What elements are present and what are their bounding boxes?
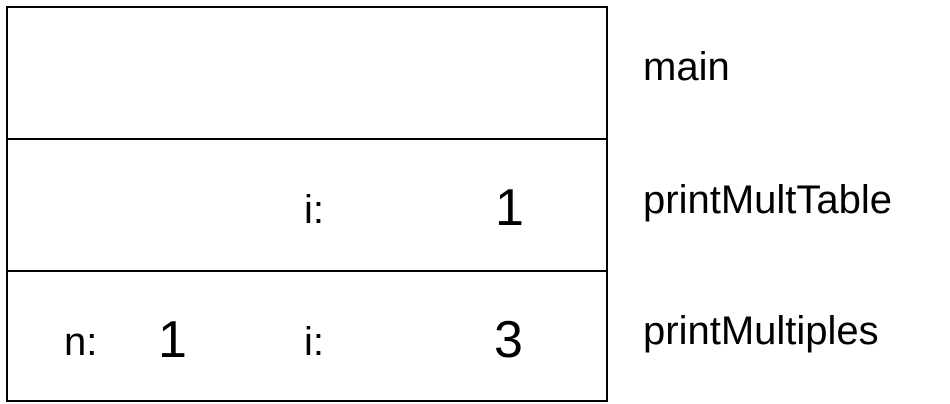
frame-printmultiples: n: 1 i: 3 (8, 270, 606, 402)
variable-value: 1 (495, 179, 524, 237)
frame-label-main: main (643, 45, 730, 89)
variable-name: i: (304, 188, 324, 232)
variable-value: 3 (494, 311, 523, 369)
stack-diagram: i: 1 n: 1 i: 3 (6, 6, 608, 402)
frame-main (8, 8, 606, 138)
variable-name: i: (304, 320, 324, 364)
variable-name: n: (64, 320, 98, 364)
frame-printmulttable: i: 1 (8, 138, 606, 270)
variable-value: 1 (158, 311, 187, 369)
frame-label-printmulttable: printMultTable (643, 178, 893, 222)
frame-label-printmultiples: printMultiples (643, 309, 879, 353)
